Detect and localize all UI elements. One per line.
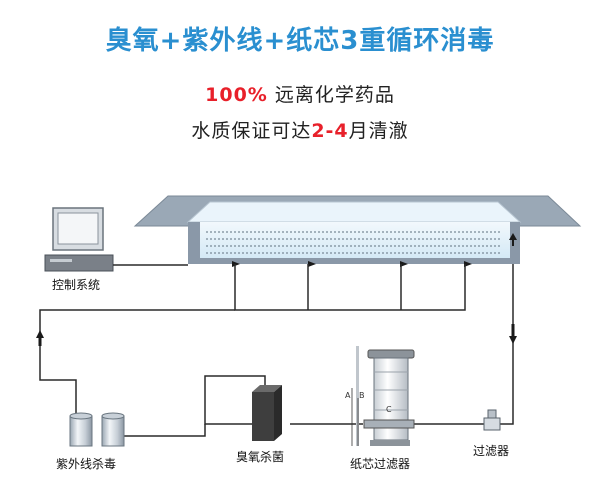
subtitle-chemical-free: 100% 远离化学药品: [0, 80, 600, 107]
water-ripples: [206, 231, 500, 254]
control-computer: [44, 207, 114, 272]
computer-base: [44, 254, 114, 272]
subtitle-chemical-free-text: 远离化学药品: [267, 84, 395, 106]
diagram-title: 臭氧+紫外线+纸芯3重循环消毒: [105, 26, 495, 56]
ozone-generator: [252, 385, 282, 441]
paper-filter-label: 纸芯过滤器: [350, 457, 411, 471]
monitor-screen: [57, 212, 99, 245]
flow-arrow-icon: [232, 261, 240, 267]
dimension-c-label: C: [386, 405, 392, 414]
uv-sterilizer: [69, 412, 125, 447]
filter-label: 过滤器: [473, 444, 510, 458]
control-system-label: 控制系统: [52, 278, 101, 292]
months-highlight: 2-4: [311, 120, 349, 142]
inlet-arrows: [232, 261, 472, 267]
flow-arrow-icon: [400, 261, 408, 267]
ozone-sterilization-label: 臭氧杀菌: [236, 450, 285, 464]
pool-deck-inner: [186, 201, 522, 223]
return-up-arrow-icon: [36, 330, 44, 338]
pool-water: [200, 222, 510, 258]
percent-highlight: 100%: [205, 84, 268, 106]
dimension-a-label: A: [345, 391, 351, 400]
down-arrow-icon: [509, 336, 517, 344]
flow-arrow-icon: [308, 261, 316, 267]
dimension-b-label: B: [359, 391, 365, 400]
outlet-up-arrow-icon: [509, 233, 517, 240]
swimming-pool: [133, 195, 582, 267]
paper-cartridge-filter: A B C: [345, 346, 415, 446]
flow-arrow-icon: [464, 261, 472, 267]
pre-filter: [483, 409, 501, 431]
water-quality-post: 月清澈: [348, 120, 409, 142]
uv-sterilization-label: 紫外线杀毒: [56, 457, 117, 471]
subtitle-water-quality: 水质保证可达2-4月清澈: [0, 116, 600, 143]
water-quality-pre: 水质保证可达: [191, 120, 312, 142]
pool-floor: [188, 258, 520, 264]
